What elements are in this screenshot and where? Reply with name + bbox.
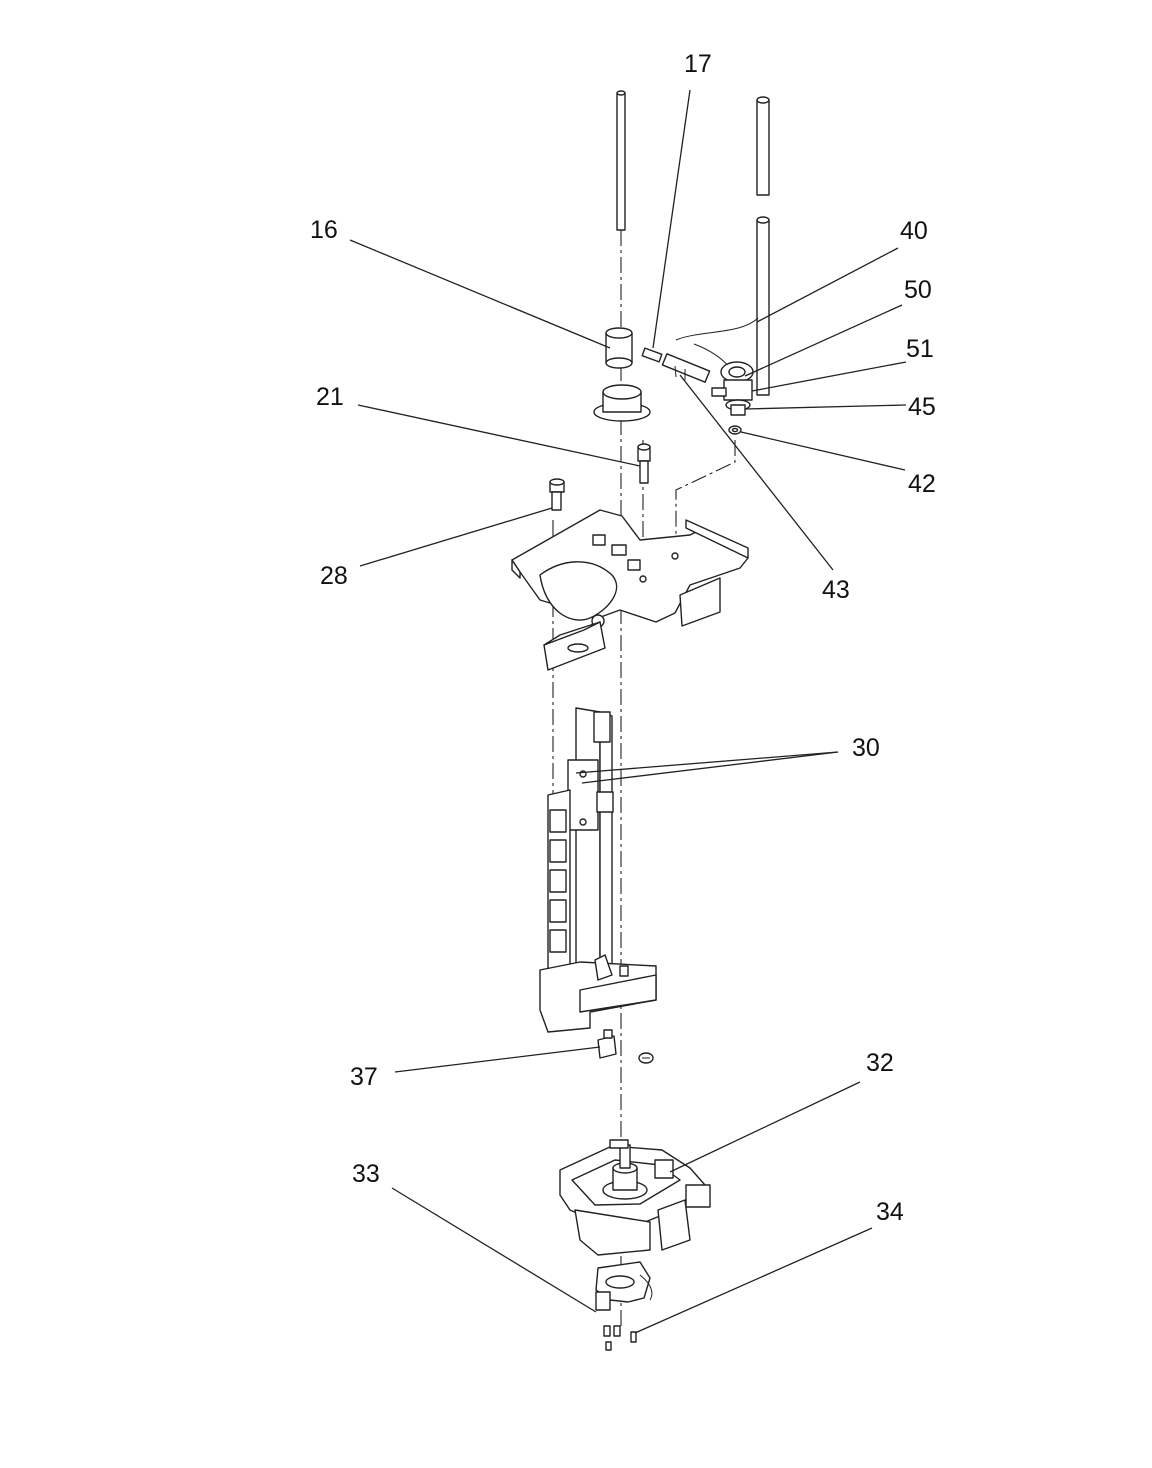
lower-bracket-part-33: [595, 1261, 653, 1311]
callout-33: 33: [352, 1160, 380, 1188]
callout-21: 21: [316, 383, 344, 411]
screws-part-34: [603, 1325, 637, 1351]
clamp-part-50: [720, 361, 754, 383]
pin-part-17: [641, 347, 663, 363]
callout-43: 43: [822, 576, 850, 604]
callout-17: 17: [684, 50, 712, 78]
callout-labels: 17 16 40 50 51 21 45 42 28 43 30 37 32 3…: [310, 50, 936, 1226]
bushing-part-16: [605, 327, 633, 369]
callout-40: 40: [900, 217, 928, 245]
callout-37: 37: [350, 1063, 378, 1091]
guide-rod-right-lower: [756, 216, 770, 396]
callout-51: 51: [906, 335, 934, 363]
flanged-bushing: [593, 384, 651, 422]
leader-lines: [349, 89, 907, 1334]
callout-50: 50: [904, 276, 932, 304]
collar-part-45: [725, 399, 751, 416]
callout-32: 32: [866, 1049, 894, 1077]
cable-part-40: [675, 317, 759, 369]
connector-part-43: [661, 353, 711, 383]
washer-part-42: [728, 425, 742, 435]
callout-30: 30: [852, 734, 880, 762]
screw-part-21: [637, 443, 651, 484]
clamp-body-part-51: [711, 379, 753, 401]
guide-rod-right-upper: [756, 96, 770, 196]
guide-rod-left: [616, 90, 626, 231]
callout-16: 16: [310, 216, 338, 244]
motor-assembly-part-32: [559, 1139, 711, 1256]
clip-part-37: [597, 1029, 617, 1059]
base-plate: [511, 509, 749, 671]
clip-screw: [638, 1052, 654, 1064]
callout-45: 45: [908, 393, 936, 421]
carriage-frame-part-30: [539, 707, 657, 1033]
callout-28: 28: [320, 562, 348, 590]
callout-42: 42: [908, 470, 936, 498]
callout-34: 34: [876, 1198, 904, 1226]
screw-part-28: [549, 478, 565, 511]
